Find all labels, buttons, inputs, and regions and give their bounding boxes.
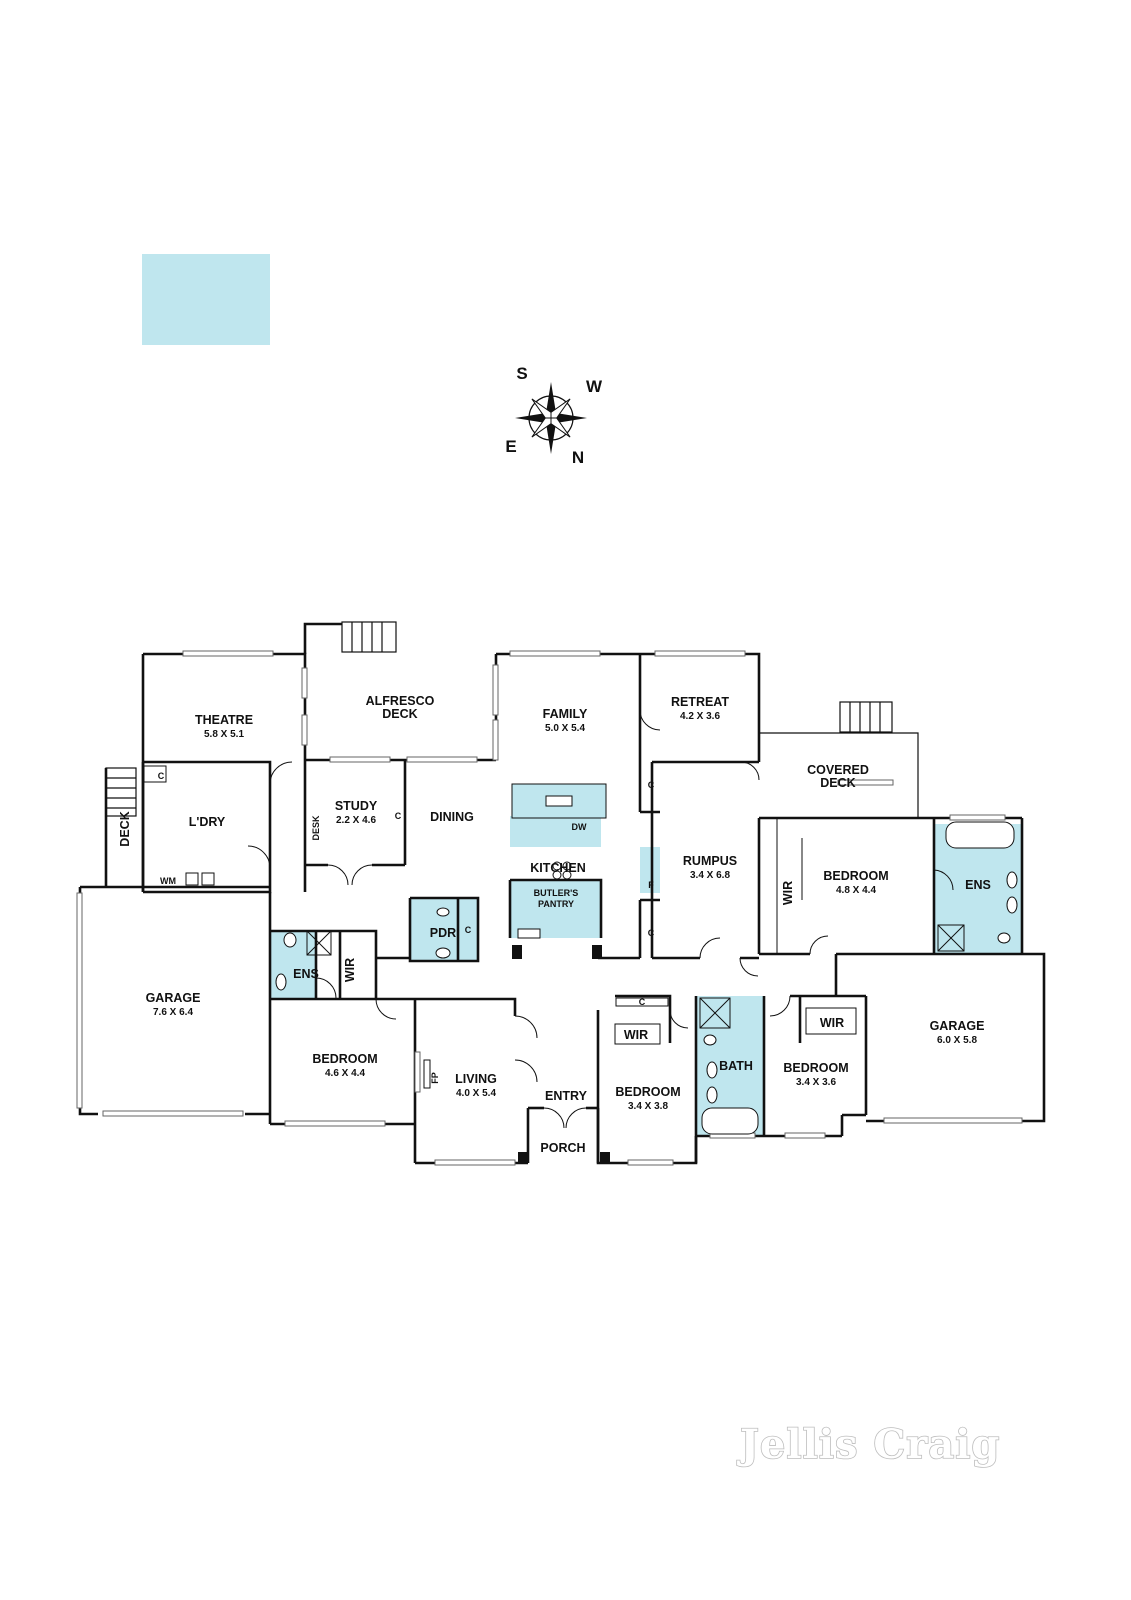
master-ensuite-label: ENS [965, 878, 991, 892]
compass-w-label: W [586, 377, 603, 396]
porch-label: PORCH [540, 1141, 585, 1155]
family-size: 5.0 X 5.4 [545, 723, 585, 734]
laundry-label: L'DRY [189, 815, 226, 829]
covered-deck-label-line1: COVERED [807, 763, 869, 777]
desk-label: DESK [311, 815, 321, 841]
dining-label: DINING [430, 810, 474, 824]
right-garage-size: 6.0 X 5.8 [937, 1035, 977, 1046]
study-cupboard-label: C [395, 811, 402, 821]
bath-label: BATH [719, 1059, 753, 1073]
master-wir-label: WIR [781, 881, 795, 905]
kitchen-label: KITCHEN [530, 861, 586, 875]
jellis-craig-logo: Jellis Craig [737, 1421, 1000, 1468]
right-wir-label: WIR [820, 1016, 844, 1030]
theatre-label: THEATRE [195, 713, 253, 727]
family-label: FAMILY [543, 707, 588, 721]
compass-n-label: N [572, 448, 584, 467]
butlers-pantry-label-line1: BUTLER'S [534, 888, 579, 898]
left-garage-label: GARAGE [146, 991, 201, 1005]
rumpus-cupboard-bottom-label: C [648, 928, 655, 938]
dishwasher-label: DW [572, 822, 587, 832]
rumpus-size: 3.4 X 6.8 [690, 870, 730, 881]
fridge-label: F [648, 880, 654, 890]
stairs [105, 621, 893, 817]
fireplace-label: FP [430, 1072, 440, 1084]
doors [247, 709, 954, 1129]
study-size: 2.2 X 4.6 [336, 815, 376, 826]
retreat-size: 4.2 X 3.6 [680, 711, 720, 722]
left-bedroom-size: 4.6 X 4.4 [325, 1068, 365, 1079]
retreat-label: RETREAT [671, 695, 729, 709]
alfresco-label-line1: ALFRESCO [366, 694, 435, 708]
compass-rose-icon [515, 382, 587, 454]
alfresco-label-line2: DECK [382, 707, 417, 721]
master-bedroom-label: BEDROOM [823, 869, 888, 883]
master-bedroom-size: 4.8 X 4.4 [836, 885, 876, 896]
wet-areas [142, 254, 1022, 1136]
middle-cupboard-label: C [639, 997, 646, 1007]
middle-bedroom-label: BEDROOM [615, 1085, 680, 1099]
deck-label: DECK [118, 811, 132, 846]
living-size: 4.0 X 5.4 [456, 1088, 496, 1099]
left-wir-label: WIR [343, 958, 357, 982]
left-ensuite-label: ENS [293, 967, 319, 981]
living-label: LIVING [455, 1072, 497, 1086]
rumpus-label: RUMPUS [683, 854, 737, 868]
compass-e-label: E [505, 437, 516, 456]
left-bedroom-label: BEDROOM [312, 1052, 377, 1066]
fixtures [143, 765, 1018, 1164]
pdr-cupboard-label: C [465, 925, 472, 935]
study-label: STUDY [335, 799, 378, 813]
theatre-size: 5.8 X 5.1 [204, 729, 244, 740]
middle-wir-label: WIR [624, 1028, 648, 1042]
covered-deck-label-line2: DECK [820, 776, 855, 790]
washing-machine-label: WM [160, 876, 176, 886]
rumpus-cupboard-top-label: C [648, 780, 655, 790]
middle-bedroom-size: 3.4 X 3.8 [628, 1101, 668, 1112]
butlers-pantry-label-line2: PANTRY [538, 899, 574, 909]
windows [76, 650, 1023, 1166]
entry-label: ENTRY [545, 1089, 588, 1103]
right-garage-label: GARAGE [930, 1019, 985, 1033]
laundry-cupboard-label: C [158, 771, 165, 781]
compass-s-label: S [516, 364, 527, 383]
right-bedroom-label: BEDROOM [783, 1061, 848, 1075]
right-bedroom-size: 3.4 X 3.6 [796, 1077, 836, 1088]
left-garage-size: 7.6 X 6.4 [153, 1007, 193, 1018]
pdr-label: PDR [430, 926, 456, 940]
